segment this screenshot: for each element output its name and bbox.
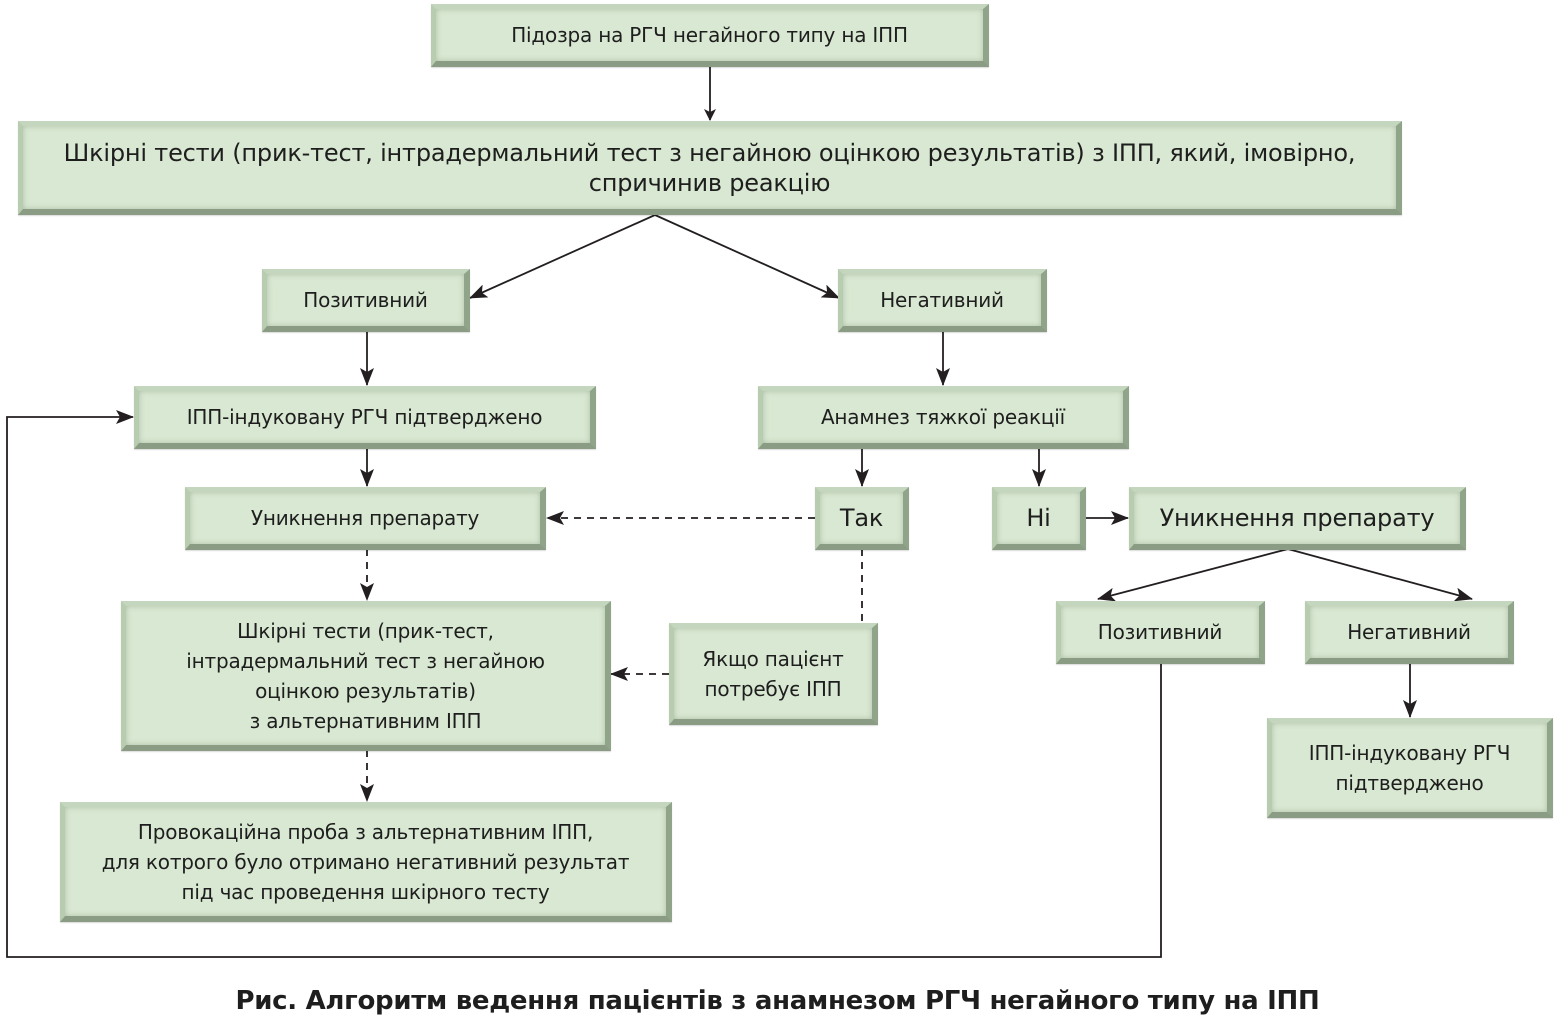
node-suspicion: Підозра на РГЧ негайного типу на ІПП: [431, 4, 989, 67]
node-skin-tests-alternative-text: Шкірні тести (прик-тест, інтрадермальний…: [186, 618, 545, 733]
node-positive-left-text: Позитивний: [303, 288, 428, 312]
edge-positive-right-loop-to-confirmed: [6, 410, 1162, 958]
node-suspicion-text: Підозра на РГЧ негайного типу на ІПП: [511, 23, 908, 47]
node-skin-tests-alternative: Шкірні тести (прик-тест, інтрадермальний…: [121, 601, 611, 751]
edge-skin-tests-to-positive: [469, 214, 656, 299]
node-severe-history-text: Анамнез тяжкої реакції: [820, 405, 1066, 429]
node-if-patient-needs-text: Якщо пацієнт потребує ІПП: [702, 646, 844, 701]
edge-avoidance-right-to-positive: [1097, 548, 1289, 602]
node-yes-text: Так: [839, 504, 884, 532]
edge-skin-tests-to-negative: [654, 214, 840, 299]
node-negative-center: Негативний: [838, 269, 1047, 332]
node-confirmed-left-text: ІПП-індуковану РГЧ підтверджено: [186, 405, 543, 429]
node-skin-tests-primary-text: Шкірні тести (прик-тест, інтрадермальний…: [63, 138, 1356, 197]
node-skin-tests-primary: Шкірні тести (прик-тест, інтрадермальний…: [18, 121, 1402, 215]
figure-caption: Рис. Алгоритм ведення пацієнтів з анамне…: [235, 986, 1320, 1016]
node-no-text: Ні: [1026, 504, 1051, 532]
node-provocation-test-text: Провокаційна проба з альтернативним ІПП,…: [101, 819, 630, 904]
node-yes: Так: [815, 487, 909, 550]
node-no: Ні: [992, 487, 1086, 550]
node-negative-right-text: Негативний: [1347, 620, 1471, 644]
node-confirmed-right-text: ІПП-індуковану РГЧ підтверджено: [1308, 740, 1511, 795]
node-confirmed-left: ІПП-індуковану РГЧ підтверджено: [134, 386, 596, 449]
node-avoidance-right: Уникнення препарату: [1129, 487, 1466, 550]
edge-avoidance-right-to-negative: [1287, 548, 1473, 602]
node-positive-left: Позитивний: [262, 269, 470, 332]
node-severe-history: Анамнез тяжкої реакції: [758, 386, 1129, 449]
node-avoidance-left: Уникнення препарату: [185, 487, 546, 550]
node-negative-center-text: Негативний: [880, 288, 1004, 312]
node-avoidance-left-text: Уникнення препарату: [250, 506, 480, 530]
node-avoidance-right-text: Уникнення препарату: [1159, 504, 1435, 532]
node-negative-right: Негативний: [1305, 601, 1514, 664]
node-if-patient-needs: Якщо пацієнт потребує ІПП: [669, 623, 878, 725]
node-provocation-test: Провокаційна проба з альтернативним ІПП,…: [60, 802, 672, 922]
node-positive-right-text: Позитивний: [1097, 620, 1223, 644]
node-positive-right: Позитивний: [1056, 601, 1265, 664]
node-confirmed-right: ІПП-індуковану РГЧ підтверджено: [1267, 718, 1553, 818]
